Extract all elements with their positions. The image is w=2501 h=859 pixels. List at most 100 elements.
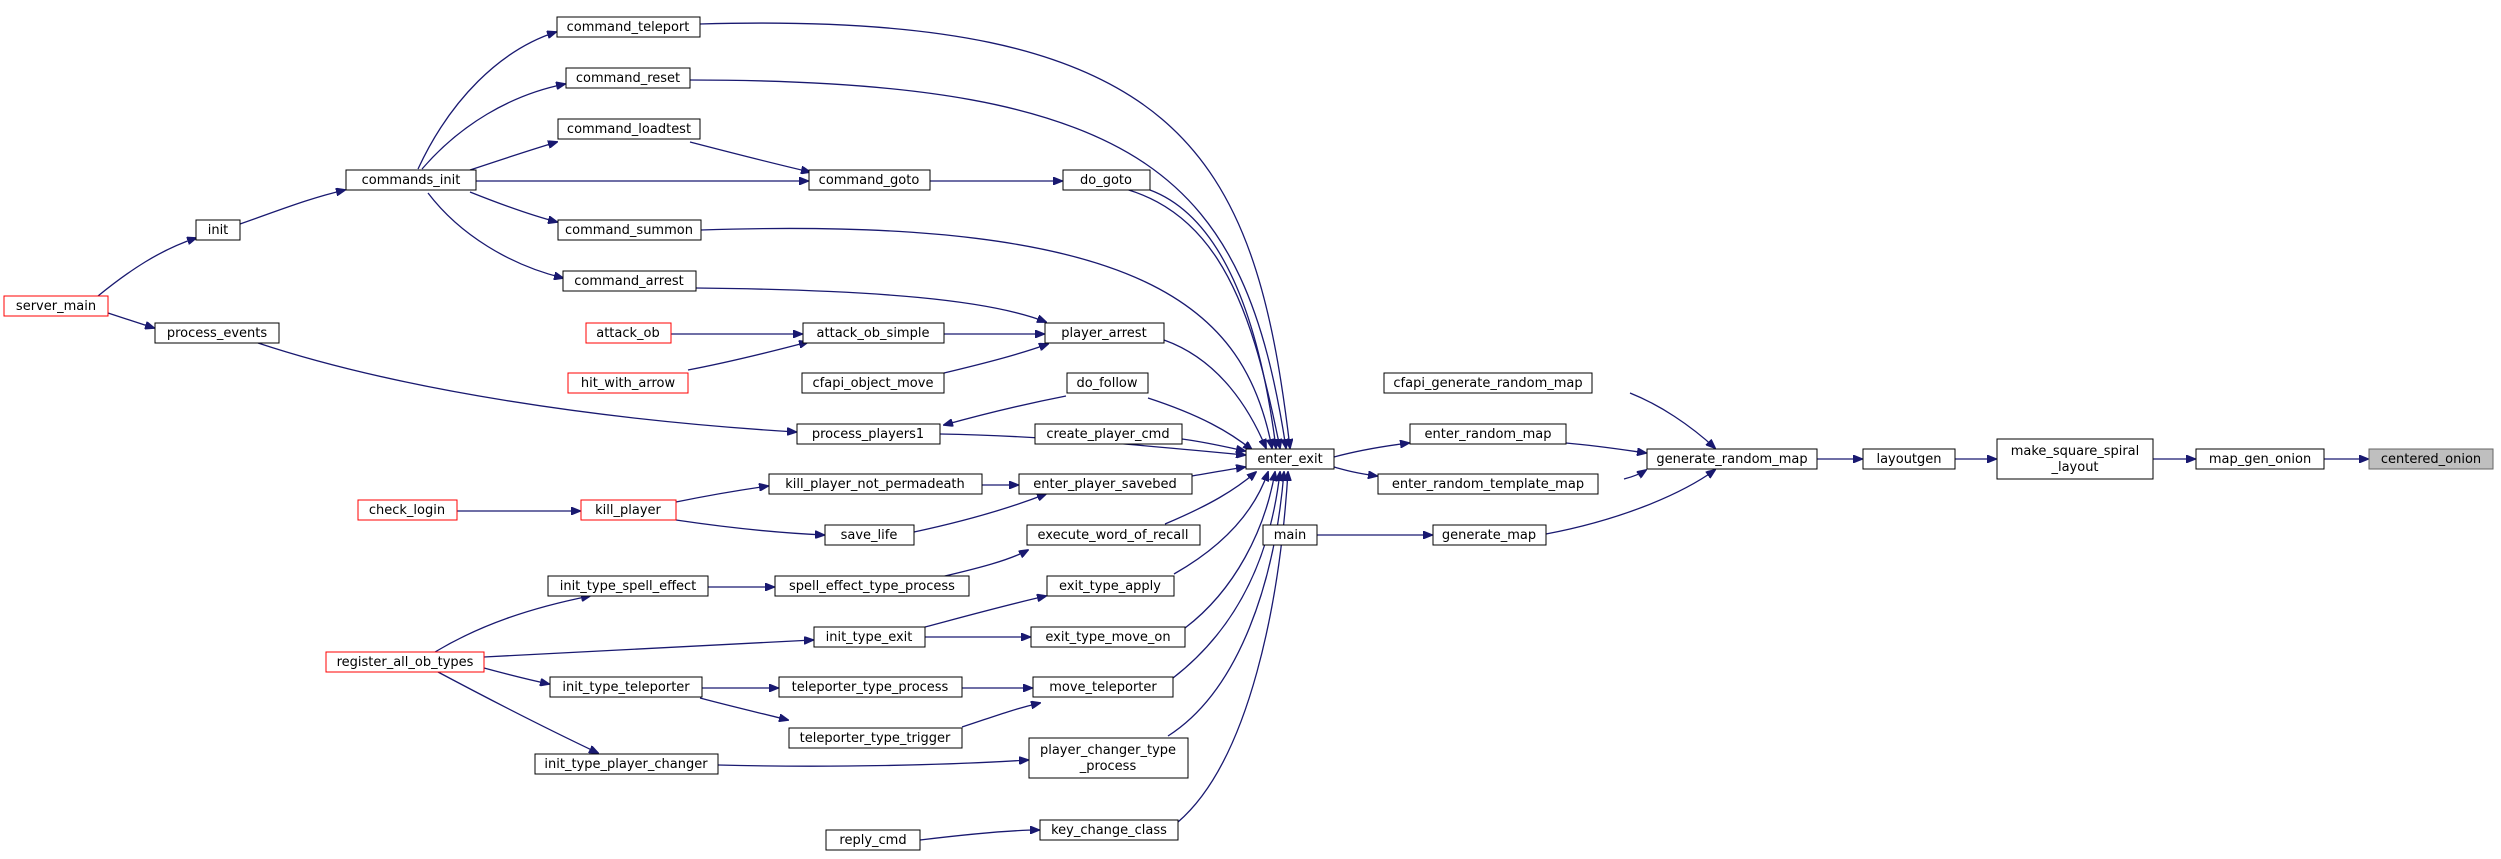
node-create_player_cmd[interactable]: create_player_cmd [1034, 423, 1183, 445]
node-teleporter_type_process[interactable]: teleporter_type_process [778, 676, 963, 698]
edge-command_summon-enter_exit [700, 227, 1272, 448]
svg-text:command_goto: command_goto [819, 173, 920, 188]
node-process_events[interactable]: process_events [154, 322, 280, 344]
svg-text:init_type_exit: init_type_exit [826, 630, 913, 645]
node-execute_word_of_recall[interactable]: execute_word_of_recall [1026, 524, 1201, 546]
node-exit_type_move_on[interactable]: exit_type_move_on [1030, 626, 1186, 648]
edge-enter_player_savebed-enter_exit [1191, 467, 1245, 477]
svg-text:do_follow: do_follow [1076, 376, 1137, 391]
node-key_change_class[interactable]: key_change_class [1039, 819, 1179, 841]
node-kill_player[interactable]: kill_player [580, 499, 677, 521]
node-command_arrest[interactable]: command_arrest [562, 270, 697, 292]
node-attack_ob[interactable]: attack_ob [585, 322, 672, 344]
edge-command_reset-enter_exit [689, 79, 1286, 448]
node-teleporter_type_trigger[interactable]: teleporter_type_trigger [788, 727, 963, 749]
edge-init_type_teleporter-teleporter_type_trigger [699, 697, 788, 720]
node-move_teleporter[interactable]: move_teleporter [1032, 676, 1174, 698]
edge-commands_init-command_arrest [427, 192, 563, 278]
node-make_square_spiral_layout[interactable]: make_square_spiral _layout [1996, 438, 2154, 480]
svg-text:enter_exit: enter_exit [1257, 452, 1322, 467]
node-check_login[interactable]: check_login [357, 499, 458, 521]
svg-text:kill_player_not_permadeath: kill_player_not_permadeath [785, 477, 965, 492]
edge-server_main-process_events [107, 312, 154, 328]
node-generate_map[interactable]: generate_map [1432, 524, 1547, 546]
node-init_type_spell_effect[interactable]: init_type_spell_effect [547, 575, 709, 597]
node-cfapi_generate_random_map[interactable]: cfapi_generate_random_map [1383, 372, 1593, 394]
edge-process_events-process_players1 [257, 342, 796, 432]
node-enter_random_map[interactable]: enter_random_map [1409, 423, 1567, 445]
node-layoutgen[interactable]: layoutgen [1862, 448, 1956, 470]
svg-text:process_events: process_events [167, 326, 267, 341]
edge-commands_init-command_summon [469, 191, 557, 222]
edge-register_all_ob_types-init_type_exit [483, 640, 813, 658]
edge-move_teleporter-enter_exit [1172, 472, 1280, 679]
svg-text:save_life: save_life [841, 528, 898, 543]
node-save_life[interactable]: save_life [824, 524, 915, 546]
node-generate_random_map[interactable]: generate_random_map [1646, 448, 1818, 470]
edge-kill_player-save_life [675, 519, 824, 535]
svg-text:server_main: server_main [16, 299, 96, 314]
svg-text:reply_cmd: reply_cmd [839, 833, 906, 848]
svg-text:move_teleporter: move_teleporter [1049, 680, 1157, 695]
edge-commands_init-command_reset [421, 84, 565, 170]
edge-exit_type_move_on-enter_exit [1184, 472, 1275, 629]
edge-enter_random_template_map-generate_random_map [1623, 470, 1646, 480]
edge-command_arrest-player_arrest [695, 287, 1046, 322]
svg-text:do_goto: do_goto [1080, 173, 1132, 188]
svg-text:generate_map: generate_map [1442, 528, 1536, 543]
svg-text:_process: _process [1079, 759, 1137, 774]
svg-text:cfapi_object_move: cfapi_object_move [813, 376, 934, 391]
node-hit_with_arrow[interactable]: hit_with_arrow [567, 372, 689, 394]
edge-save_life-enter_player_savebed [913, 494, 1046, 533]
svg-text:init_type_teleporter: init_type_teleporter [562, 680, 690, 695]
svg-text:init: init [208, 223, 229, 238]
node-map_gen_onion[interactable]: map_gen_onion [2195, 448, 2325, 470]
node-exit_type_apply[interactable]: exit_type_apply [1046, 575, 1175, 597]
edge-cfapi_object_move-player_arrest [943, 344, 1048, 374]
edge-generate_map-generate_random_map [1545, 470, 1715, 535]
edge-init_type_exit-exit_type_apply [924, 596, 1046, 628]
svg-text:register_all_ob_types: register_all_ob_types [337, 655, 474, 670]
edge-do_goto-enter_exit [1149, 189, 1276, 448]
svg-text:attack_ob: attack_ob [596, 326, 660, 341]
node-enter_random_template_map[interactable]: enter_random_template_map [1377, 473, 1599, 495]
node-command_teleport[interactable]: command_teleport [556, 16, 701, 38]
node-init[interactable]: init [195, 219, 241, 241]
node-server_main[interactable]: server_main [3, 295, 109, 317]
node-process_players1[interactable]: process_players1 [796, 423, 941, 445]
node-do_goto[interactable]: do_goto [1062, 169, 1151, 191]
node-cfapi_object_move[interactable]: cfapi_object_move [801, 372, 945, 394]
svg-text:enter_random_template_map: enter_random_template_map [1392, 477, 1584, 492]
node-kill_player_not_permadeath[interactable]: kill_player_not_permadeath [768, 473, 983, 495]
node-do_follow[interactable]: do_follow [1066, 372, 1149, 394]
node-player_changer_type_process[interactable]: player_changer_type _process [1028, 737, 1189, 779]
node-init_type_exit[interactable]: init_type_exit [813, 626, 926, 648]
nodes: centered_onion map_gen_onion make_square… [3, 16, 2494, 851]
node-enter_exit[interactable]: enter_exit [1245, 448, 1335, 470]
node-command_goto[interactable]: command_goto [808, 169, 931, 191]
node-spell_effect_type_process[interactable]: spell_effect_type_process [774, 575, 970, 597]
node-command_summon[interactable]: command_summon [557, 219, 702, 241]
node-enter_player_savebed[interactable]: enter_player_savebed [1018, 473, 1193, 495]
edge-init-commands_init [239, 190, 345, 225]
node-player_arrest[interactable]: player_arrest [1044, 322, 1165, 344]
node-register_all_ob_types[interactable]: register_all_ob_types [325, 651, 485, 673]
edge-player_arrest-enter_exit [1163, 339, 1266, 448]
svg-text:command_reset: command_reset [576, 71, 680, 86]
svg-text:init_type_spell_effect: init_type_spell_effect [560, 579, 697, 594]
svg-text:make_square_spiral: make_square_spiral [2011, 444, 2140, 459]
node-reply_cmd[interactable]: reply_cmd [825, 829, 921, 851]
node-main[interactable]: main [1262, 524, 1318, 546]
node-init_type_player_changer[interactable]: init_type_player_changer [534, 753, 719, 775]
svg-text:process_players1: process_players1 [812, 427, 924, 442]
node-attack_ob_simple[interactable]: attack_ob_simple [802, 322, 945, 344]
node-command_loadtest[interactable]: command_loadtest [557, 118, 701, 140]
svg-text:key_change_class: key_change_class [1051, 823, 1167, 838]
svg-text:command_summon: command_summon [565, 223, 693, 238]
node-command_reset[interactable]: command_reset [565, 67, 691, 89]
svg-text:teleporter_type_trigger: teleporter_type_trigger [800, 731, 951, 746]
node-centered_onion[interactable]: centered_onion [2368, 448, 2494, 470]
node-init_type_teleporter[interactable]: init_type_teleporter [549, 676, 703, 698]
node-commands_init[interactable]: commands_init [345, 169, 477, 191]
